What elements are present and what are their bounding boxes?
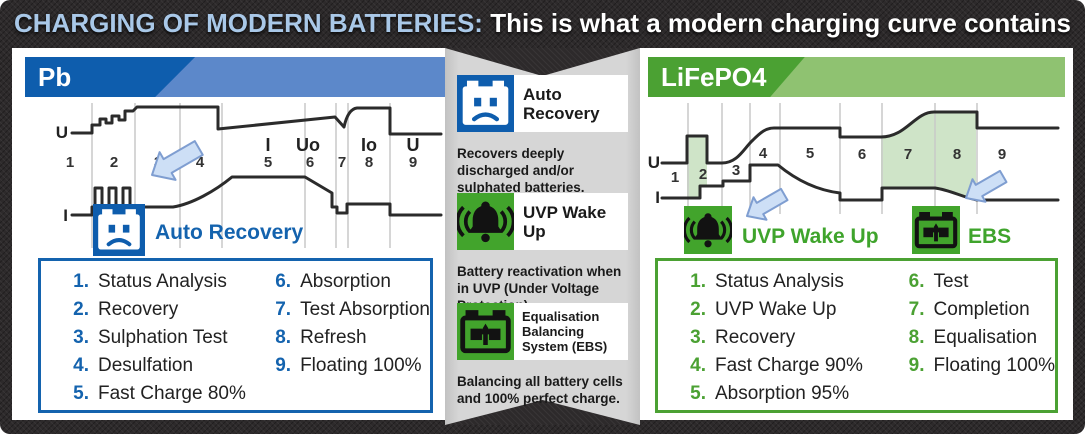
legend-item: 8.Refresh [275,327,367,348]
svg-text:2: 2 [699,166,707,183]
svg-text:4: 4 [196,154,205,171]
main-title: CHARGING OF MODERN BATTERIES: This is wh… [0,8,1085,39]
uvp-pointer-arrow [746,187,789,221]
pb-header: Pb [25,57,445,97]
pb-voltage-curve [70,105,443,136]
legend-item: 3.Recovery [690,327,796,348]
svg-text:8: 8 [365,154,373,171]
top-chevron [445,48,640,76]
ebs-description: Balancing all battery cells and 100% per… [457,374,623,406]
pb-u-axis-label: U [56,123,68,142]
legend-item: 2.Recovery [73,299,179,320]
pb-charging-curve-chart: U I 1 2 3 4 5 6 7 8 9 I Uo Io U Auto Rec… [56,103,443,258]
svg-text:8: 8 [953,146,961,163]
lifepo4-legend-box: 1.Status Analysis 2.UVP Wake Up 3.Recove… [655,258,1058,413]
pb-segment-labels: I Uo Io U [265,135,419,155]
ebs-battery-icon [457,303,514,360]
svg-text:1: 1 [66,154,74,171]
legend-item: 7.Completion [908,299,1030,320]
lifepo4-u-axis-label: U [648,153,660,172]
main-title-highlight: CHARGING OF MODERN BATTERIES: [14,8,483,38]
sad-battery-icon [457,75,514,132]
lifepo4-header-label: LiFePO4 [661,62,767,92]
middle-column: Auto Recovery Recovers deeply discharged… [445,48,640,425]
phase7-8-highlight [881,112,976,200]
auto-recovery-title: Auto Recovery [514,75,628,132]
svg-text:7: 7 [338,154,346,171]
svg-text:9: 9 [998,146,1006,163]
pb-i-axis-label: I [63,206,68,225]
bell-icon [457,193,514,250]
legend-item: 9.Floating 100% [275,355,422,376]
uvp-wakeup-item: UVP Wake Up [457,193,628,250]
svg-text:7: 7 [904,146,912,163]
pb-pointer-arrow [151,140,204,181]
phase2-highlight [687,136,707,198]
lifepo4-phase-numbers: 1 2 3 4 5 6 7 8 9 [671,145,1006,186]
lifepo4-i-axis-label: I [655,188,660,207]
legend-item: 5.Fast Charge 80% [73,383,246,404]
legend-item: 7.Test Absorption [275,299,430,320]
svg-text:2: 2 [110,154,118,171]
pb-legend-col1: 1.Status Analysis 2.Recovery 3.Sulphatio… [65,268,267,408]
pb-header-label: Pb [38,62,72,92]
lifepo4-annotation-ebs: EBS [968,225,1011,248]
svg-text:Uo: Uo [296,135,320,155]
pb-phase-numbers: 1 2 3 4 5 6 7 8 9 [66,154,417,171]
bell-icon [684,206,732,254]
auto-recovery-item: Auto Recovery [457,75,628,132]
legend-item: 8.Equalisation [908,327,1038,348]
svg-text:5: 5 [806,145,814,162]
legend-item: 1.Status Analysis [690,271,844,292]
legend-item: 3.Sulphation Test [73,327,228,348]
svg-text:U: U [407,135,420,155]
sad-battery-icon [93,204,145,256]
svg-text:6: 6 [306,154,314,171]
svg-text:Io: Io [361,135,377,155]
legend-item: 4.Desulfation [73,355,194,376]
ebs-battery-icon [912,206,960,254]
lifepo4-charging-curve-chart: U I 1 2 3 4 5 6 7 8 9 UVP Wake Up EBS [648,103,1060,258]
auto-recovery-description: Recovers deeply discharged and/or sulpha… [457,146,585,195]
lifepo4-annotation-uvp: UVP Wake Up [742,225,879,248]
svg-text:4: 4 [759,145,768,162]
ebs-pointer-arrow [965,169,1008,203]
ebs-item: Equalisation Balancing System (EBS) [457,303,628,360]
legend-item: 4.Fast Charge 90% [690,355,863,376]
svg-text:9: 9 [409,154,417,171]
pb-annotation-auto-recovery: Auto Recovery [155,221,304,244]
svg-text:5: 5 [264,154,272,171]
uvp-wakeup-title: UVP Wake Up [514,193,628,250]
svg-text:3: 3 [732,162,740,179]
lifepo4-legend-col2: 6.Test 7.Completion 8.Equalisation 9.Flo… [901,268,1055,408]
svg-text:I: I [265,135,270,155]
ebs-title: Equalisation Balancing System (EBS) [514,303,628,360]
lifepo4-current-curve [660,163,1060,202]
svg-text:6: 6 [858,146,866,163]
lifepo4-header: LiFePO4 [648,57,1065,97]
uvp-wakeup-description: Battery reactivation when in UVP (Under … [457,264,622,313]
legend-item: 9.Floating 100% [908,355,1055,376]
legend-item: 2.UVP Wake Up [690,299,837,320]
legend-item: 6.Absorption [275,271,391,292]
pb-legend-col2: 6.Absorption 7.Test Absorption 8.Refresh… [267,268,430,408]
pb-legend-box: 1.Status Analysis 2.Recovery 3.Sulphatio… [38,258,433,413]
legend-item: 6.Test [908,271,969,292]
svg-text:1: 1 [671,169,679,186]
main-title-rest: This is what a modern charging curve con… [490,8,1071,38]
legend-item: 5.Absorption 95% [690,383,850,404]
lifepo4-legend-col1: 1.Status Analysis 2.UVP Wake Up 3.Recove… [682,268,901,408]
lifepo4-voltage-curve [660,110,1060,165]
legend-item: 1.Status Analysis [73,271,227,292]
